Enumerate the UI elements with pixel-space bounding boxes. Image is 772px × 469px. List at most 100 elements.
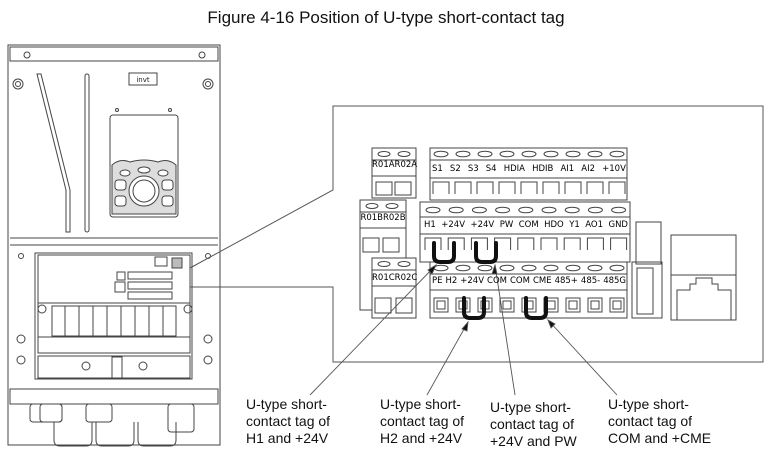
u-tag-com-cme (524, 296, 548, 320)
terminal-contact (540, 237, 558, 250)
terminal-block-top (429, 147, 628, 201)
relay-label-c: R01CR02C (372, 273, 418, 283)
terminal-screw-icon (518, 206, 534, 214)
relay-block-a (371, 147, 417, 199)
rj45-port (670, 234, 737, 321)
drive-unit: invt (7, 44, 221, 447)
control-board-terminals (114, 256, 183, 300)
terminal-screw-icon (565, 264, 581, 272)
terminal-contact (424, 237, 442, 250)
terminal-label: +24V (441, 220, 466, 230)
callout-line: COM and +CME (608, 430, 712, 446)
terminal-contact (436, 300, 446, 310)
relay-block-c (371, 257, 417, 319)
terminal-screw-icon (587, 264, 603, 272)
terminal-contact (502, 300, 512, 310)
terminal-contact (499, 297, 515, 313)
u-tag-h1-24v (432, 241, 456, 264)
callout-line: H2 and +24V (380, 430, 463, 446)
terminal-screw-icon (543, 150, 559, 158)
terminal-screw-icon (611, 206, 627, 214)
relay-label-b: R01BR02B (360, 213, 406, 223)
terminal-contact (470, 237, 488, 250)
terminal-contact (608, 181, 626, 194)
terminal-block-middle (419, 201, 631, 263)
terminal-label: S4 (485, 164, 497, 174)
u-tag-24v-pw (474, 241, 498, 264)
terminal-label: GND (608, 220, 628, 230)
terminal-screw-icon (609, 150, 625, 158)
terminal-screw-icon (587, 206, 603, 214)
callout-com-cme: U-type short- contact tag of COM and +CM… (608, 396, 711, 447)
figure-title: Figure 4-16 Position of U-type short-con… (207, 8, 565, 27)
terminal-contact (610, 237, 628, 250)
terminal-screw-icon (609, 264, 625, 272)
terminal-screw-icon (455, 150, 471, 158)
terminal-screw-icon (499, 150, 515, 158)
terminal-contact (609, 297, 625, 313)
terminal-contact (542, 181, 560, 194)
terminal-screw-icon (565, 150, 581, 158)
terminal-label: +24V (460, 276, 485, 286)
terminal-screw-icon (455, 264, 471, 272)
terminal-screw-icon (521, 264, 537, 272)
terminal-label: H2 (445, 276, 458, 286)
cover-slot (84, 73, 90, 233)
callout-line: U-type short- (490, 399, 571, 415)
cover-slot (36, 73, 71, 233)
terminal-contact (498, 181, 516, 194)
callout-box (189, 105, 764, 363)
terminal-screw-icon (477, 264, 493, 272)
terminal-label: HDIA (503, 164, 525, 174)
terminal-label: COM (518, 220, 539, 230)
terminal-screw-icon (477, 150, 493, 158)
terminal-opening (34, 252, 193, 380)
terminal-contact (590, 300, 600, 310)
terminal-contact (612, 300, 622, 310)
callout-h1-24v: U-type short- contact tag of H1 and +24V (246, 396, 330, 447)
terminal-contact (587, 297, 603, 313)
callout-line: U-type short- (380, 396, 461, 412)
terminal-label: S2 (449, 164, 461, 174)
terminal-label: COM (487, 276, 507, 286)
relay-label-a: R01AR02A (372, 160, 418, 170)
terminal-contact (454, 181, 472, 194)
terminal-screw-icon (495, 206, 511, 214)
terminal-contact (563, 237, 581, 250)
callout-line: U-type short- (246, 396, 327, 412)
terminal-contact (476, 181, 494, 194)
terminal-label: COM (509, 276, 530, 286)
terminal-label: 485- (580, 276, 601, 286)
terminal-label: 485G (603, 276, 626, 286)
terminal-screw-icon (564, 206, 580, 214)
terminal-label: +24V (470, 220, 495, 230)
terminal-screw-icon (471, 206, 487, 214)
terminal-screw-icon (425, 206, 441, 214)
callout-line: contact tag of (380, 413, 465, 429)
callout-line: contact tag of (608, 413, 693, 429)
callout-h2-24v: U-type short- contact tag of H2 and +24V (380, 396, 464, 447)
terminal-contact (568, 300, 578, 310)
callout-line: contact tag of (246, 413, 331, 429)
terminal-screw-icon (543, 264, 559, 272)
terminal-label: HDIB (532, 164, 554, 174)
usb-port (631, 221, 663, 319)
terminal-label: S3 (467, 164, 479, 174)
terminal-contact (586, 181, 604, 194)
terminal-label: AI2 (581, 164, 596, 174)
keypad (109, 108, 179, 218)
terminal-label: AO1 (585, 220, 604, 230)
terminal-contact (520, 181, 538, 194)
terminal-contact (586, 237, 604, 250)
terminal-contact (565, 297, 581, 313)
terminal-screw-icon (499, 264, 515, 272)
terminal-label: 485+ (554, 276, 578, 286)
callout-line: H1 and +24V (246, 430, 329, 446)
terminal-screw-icon (521, 150, 537, 158)
terminal-label: PE (432, 276, 443, 286)
terminal-label: H1 (424, 220, 436, 230)
callout-24v-pw: U-type short- contact tag of +24V and PW (490, 399, 577, 450)
